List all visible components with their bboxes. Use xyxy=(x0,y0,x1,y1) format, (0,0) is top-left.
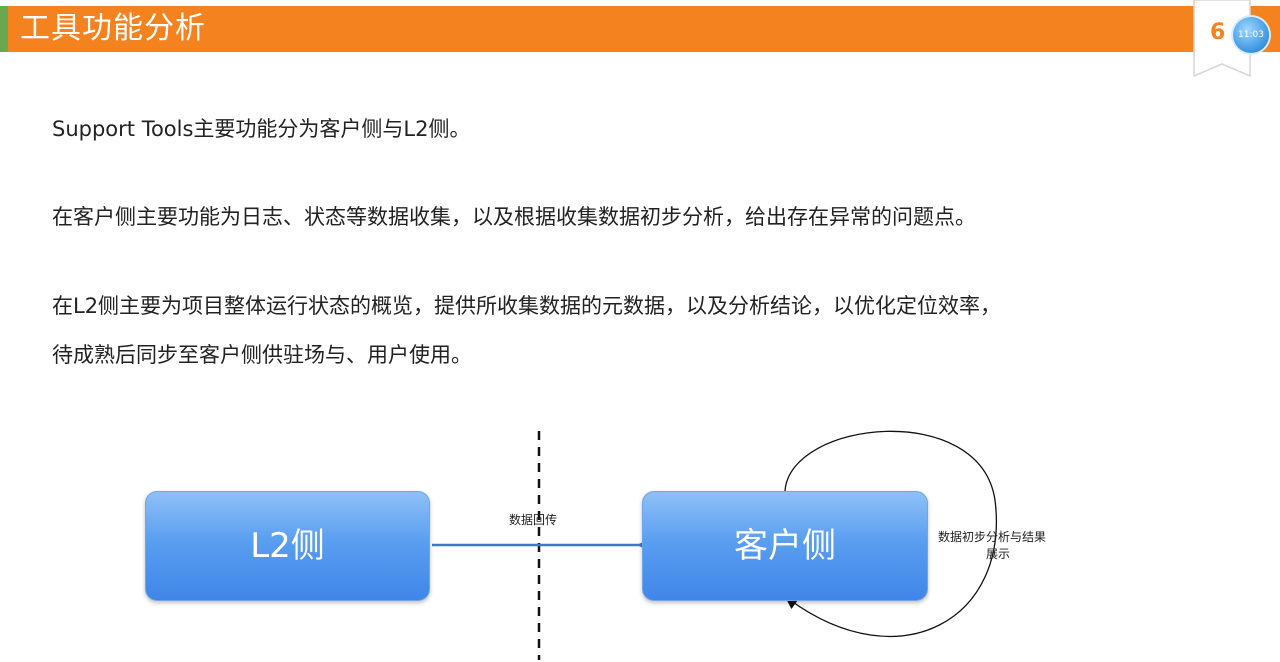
slide-title: 工具功能分析 xyxy=(20,11,206,46)
client-side-box: 客户侧 xyxy=(642,491,928,601)
clock-badge: 11:03 xyxy=(1233,17,1269,53)
paragraph-l2-side: 在L2侧主要为项目整体运行状态的概览，提供所收集数据的元数据，以及分析结论，以优… xyxy=(52,294,1002,318)
paragraph-overview: Support Tools主要功能分为客户侧与L2侧。 xyxy=(52,117,471,141)
page-number: 6 xyxy=(1210,20,1226,45)
analysis-label-continued: 展示 xyxy=(986,547,1011,561)
header-accent-stripe xyxy=(0,6,8,52)
page-number-tab xyxy=(1193,0,1251,78)
analysis-label: 数据初步分析与结果 xyxy=(938,530,1047,544)
paragraph-client-side: 在客户侧主要功能为日志、状态等数据收集，以及根据收集数据初步分析，给出存在异常的… xyxy=(52,205,976,229)
l2-side-box: L2侧 xyxy=(145,491,430,601)
paragraph-l2-side-continued: 待成熟后同步至客户侧供驻场与、用户使用。 xyxy=(52,343,472,367)
data-return-label: 数据回传 xyxy=(509,513,558,527)
header-bar xyxy=(0,6,1280,52)
